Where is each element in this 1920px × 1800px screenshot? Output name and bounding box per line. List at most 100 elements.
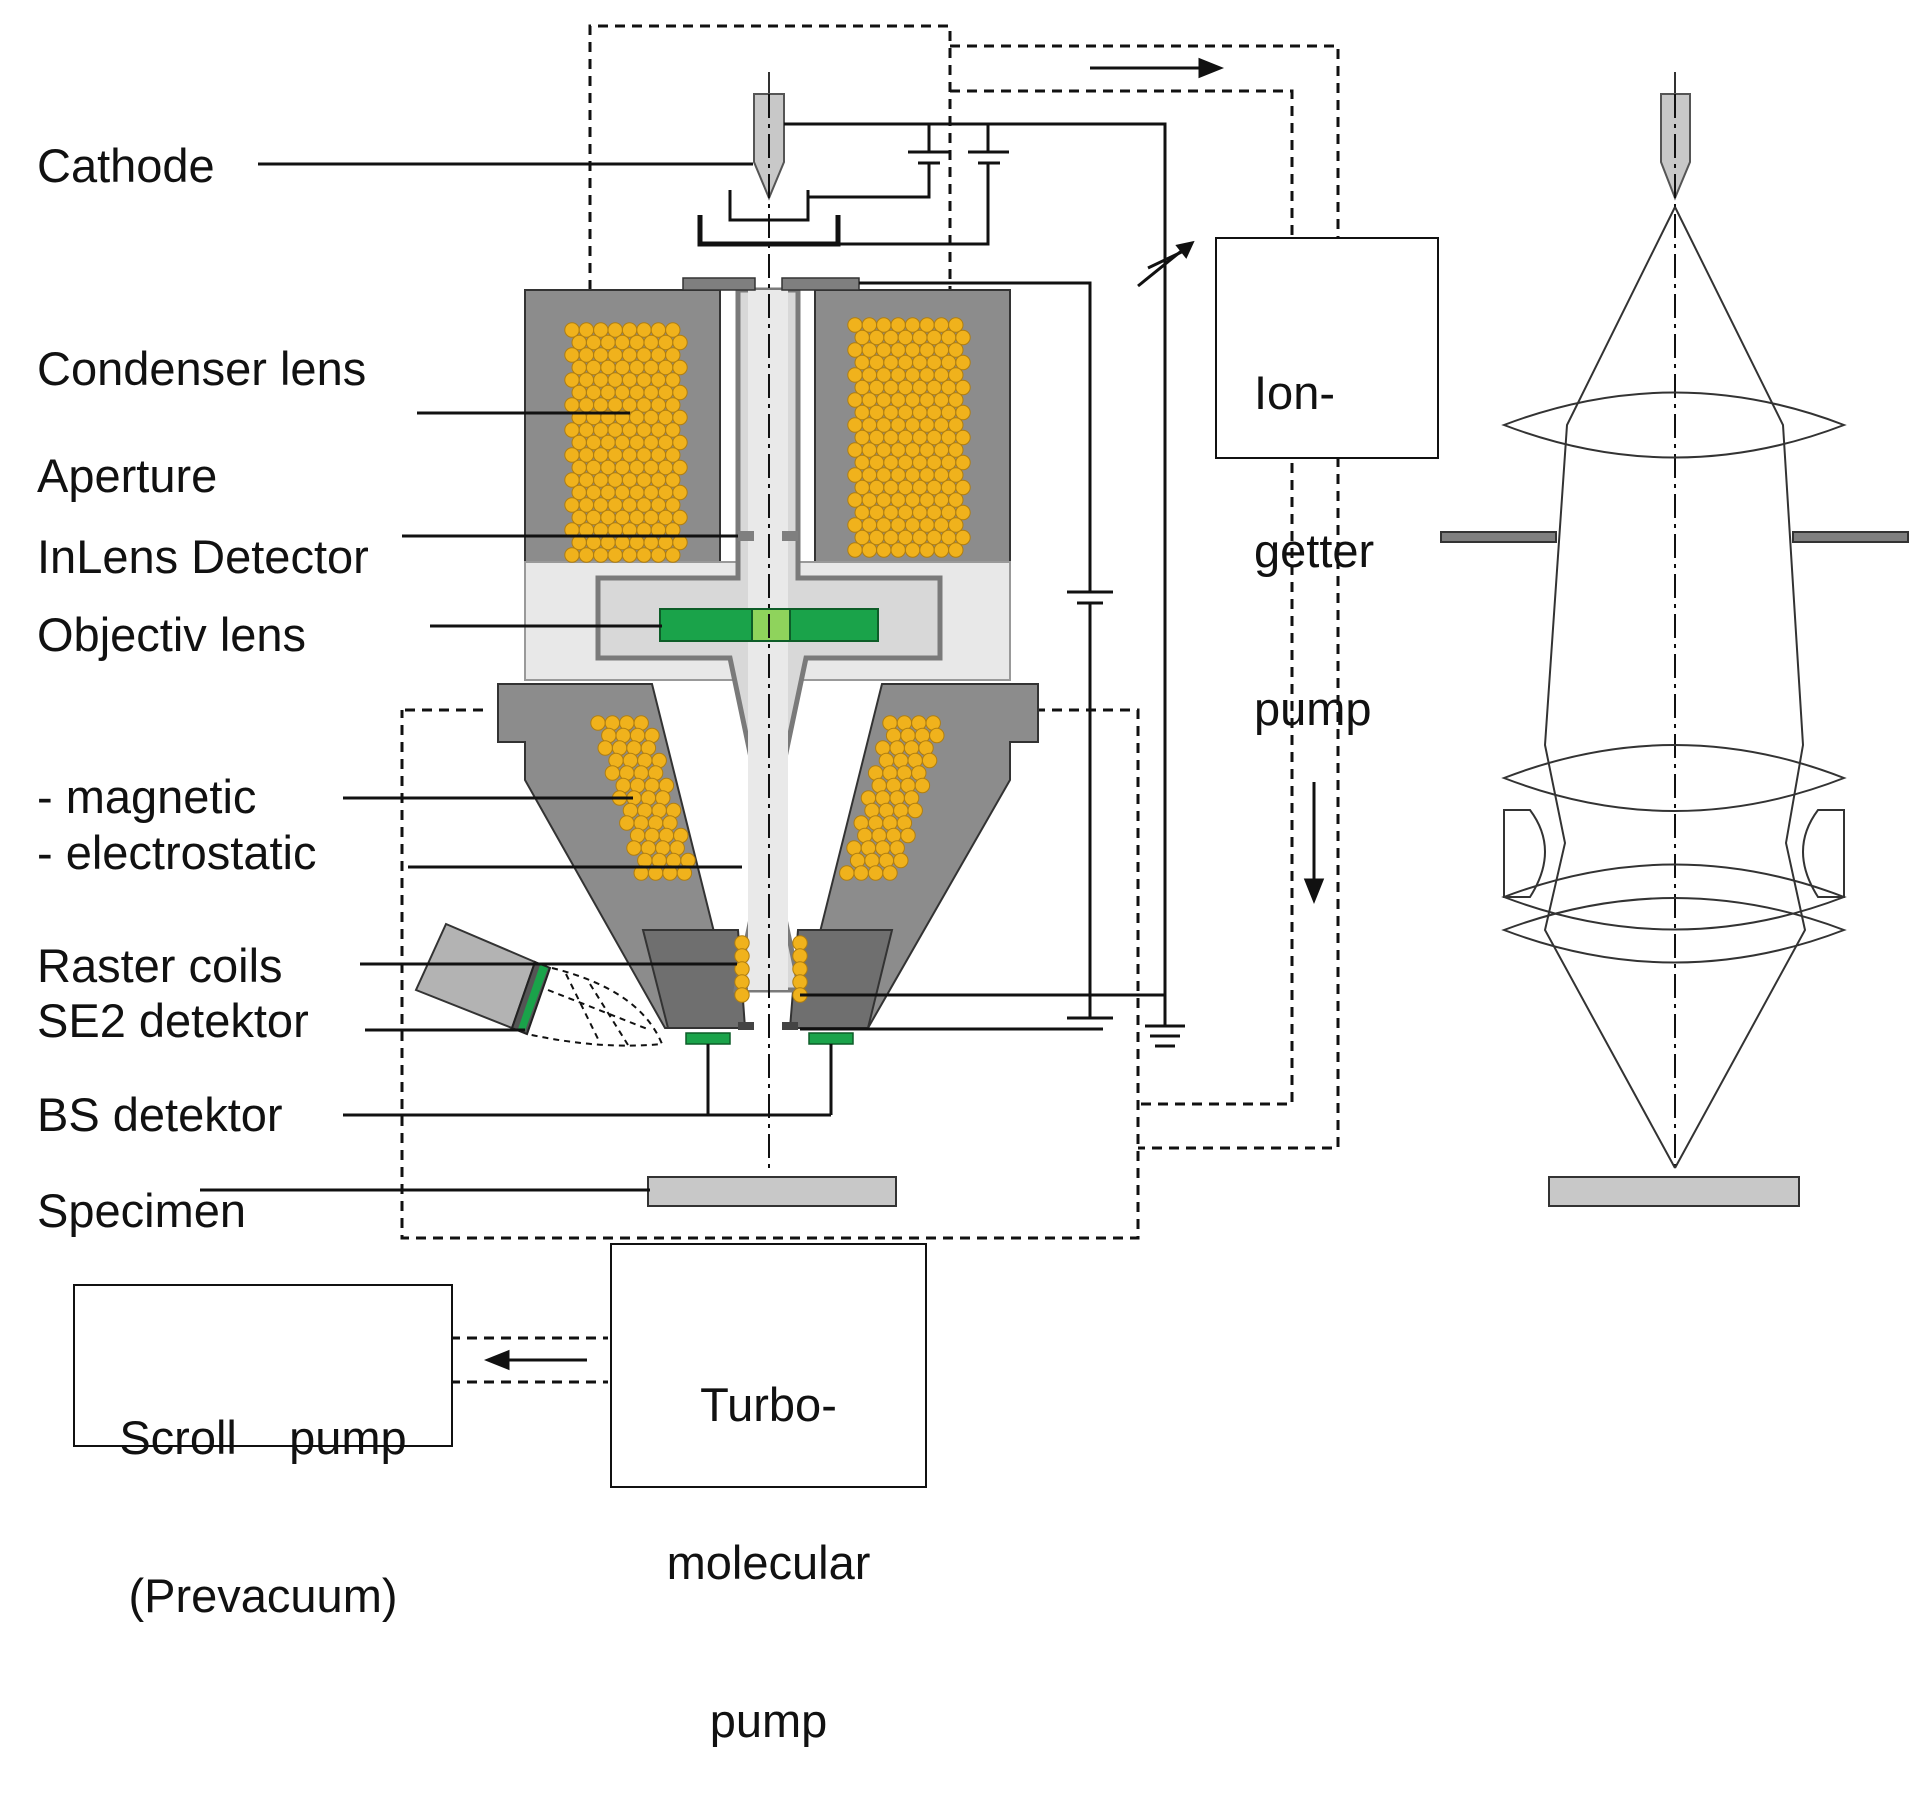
condenser-coil-right xyxy=(940,379,957,396)
condenser-coil-right xyxy=(926,529,942,546)
condenser-coil-right xyxy=(955,454,971,471)
condenser-coil-right xyxy=(847,367,863,383)
objective-lens-shape-1 xyxy=(1501,744,1847,812)
condenser-coil-right xyxy=(933,467,950,483)
condenser-coil-left xyxy=(657,334,674,351)
condenser-coil-right xyxy=(861,492,878,508)
condenser-coil-left xyxy=(593,447,609,463)
condenser-coil-right xyxy=(955,429,971,446)
condenser-coil-right xyxy=(955,329,971,346)
condenser-coil-left xyxy=(629,409,645,426)
condenser-coil-right xyxy=(876,442,892,458)
condenser-coil-left xyxy=(578,397,595,413)
condenser-coil-left xyxy=(672,359,688,376)
condenser-coil-right xyxy=(854,329,870,346)
condenser-coil-left xyxy=(607,372,623,388)
condenser-coil-right xyxy=(904,367,921,383)
label-aperture: Aperture xyxy=(37,449,218,502)
turbo-pump-line-2: molecular xyxy=(666,1536,871,1590)
ion-pump-line-outer xyxy=(950,44,1340,1150)
condenser-coil-right xyxy=(912,379,928,396)
condenser-coil-left xyxy=(571,509,587,526)
condenser-coil-right xyxy=(883,479,899,496)
condenser-coil-left xyxy=(585,459,602,476)
condenser-coil-left xyxy=(585,359,602,376)
condenser-coil-left xyxy=(650,497,667,513)
condenser-coil-left xyxy=(657,409,674,426)
condenser-coil-left xyxy=(593,472,609,488)
condenser-coil-left xyxy=(607,547,623,563)
condenser-coil-right xyxy=(861,517,878,533)
condenser-coil-right xyxy=(933,542,950,558)
objective-coil-left xyxy=(619,815,635,831)
label-cathode: Cathode xyxy=(37,139,215,192)
condenser-coil-left xyxy=(643,359,659,376)
condenser-coil-left xyxy=(643,509,659,526)
objective-coil-right xyxy=(867,865,884,881)
condenser-coil-left xyxy=(636,472,652,488)
condenser-coil-left xyxy=(593,397,609,413)
condenser-coil-left xyxy=(600,384,616,401)
condenser-coil-right xyxy=(897,354,914,371)
leader-lines xyxy=(200,162,831,1192)
condenser-coil-left xyxy=(585,334,602,351)
condenser-coil-right xyxy=(919,392,935,408)
turbo-pump-line-1: Turbo- xyxy=(700,1378,837,1432)
condenser-coil-right xyxy=(847,467,863,483)
condenser-coil-left xyxy=(600,434,616,451)
condenser-coil-right xyxy=(854,479,870,496)
condenser-coil-left xyxy=(629,509,645,526)
condenser-coil-right xyxy=(847,342,863,358)
condenser-coil-right xyxy=(897,454,914,471)
condenser-coil-right xyxy=(919,317,935,333)
raster-coil-right xyxy=(792,935,808,951)
lower-vacuum-chamber xyxy=(400,708,1140,1240)
condenser-coil-left xyxy=(650,397,667,413)
condenser-coil-left xyxy=(672,384,688,401)
condenser-coil-left xyxy=(657,484,674,501)
condenser-coil-left xyxy=(578,372,595,388)
label-specimen: Specimen xyxy=(37,1184,246,1237)
condenser-coil-left xyxy=(578,422,595,438)
condenser-coil-left xyxy=(672,409,688,426)
condenser-coil-right xyxy=(897,329,914,346)
condenser-coil-right xyxy=(933,392,950,408)
condenser-coil-left xyxy=(607,497,623,513)
condenser-coil-right xyxy=(868,329,885,346)
condenser-coil-left xyxy=(607,472,623,488)
condenser-coil-right xyxy=(926,454,942,471)
condenser-coil-right xyxy=(861,542,878,558)
condenser-coil-left xyxy=(643,434,659,451)
condenser-coil-left xyxy=(643,409,659,426)
condenser-coil-right xyxy=(868,504,885,521)
condenser-coil-left xyxy=(571,334,587,351)
condenser-coil-right xyxy=(933,342,950,358)
condenser-coil-right xyxy=(847,442,863,458)
condenser-coil-left xyxy=(629,384,645,401)
tip-plate-left xyxy=(738,1022,754,1030)
condenser-coil-right xyxy=(940,404,957,421)
condenser-coil-right xyxy=(897,529,914,546)
condenser-coil-left xyxy=(593,547,609,563)
raster-coil-left xyxy=(734,987,750,1003)
condenser-coil-right xyxy=(926,329,942,346)
condenser-coil-right xyxy=(890,317,906,333)
condenser-coil-left xyxy=(585,434,602,451)
condenser-coil-left xyxy=(614,459,631,476)
condenser-coil-right xyxy=(948,492,964,508)
condenser-coil-right xyxy=(876,492,892,508)
condenser-coil-left xyxy=(636,547,652,563)
condenser-coil-right xyxy=(955,479,971,496)
condenser-coil-left xyxy=(657,359,674,376)
condenser-coil-right xyxy=(926,504,942,521)
condenser-coil-left xyxy=(665,422,681,438)
condenser-coil-right xyxy=(926,479,942,496)
aperture-left xyxy=(1440,531,1557,543)
condenser-coil-left xyxy=(593,322,609,338)
condenser-coil-right xyxy=(955,404,971,421)
label-inlens-detector: InLens Detector xyxy=(37,530,369,583)
condenser-coil-right xyxy=(876,542,892,558)
coils xyxy=(564,317,971,1003)
scroll-pump-box xyxy=(73,1284,453,1447)
condenser-coil-left xyxy=(629,459,645,476)
